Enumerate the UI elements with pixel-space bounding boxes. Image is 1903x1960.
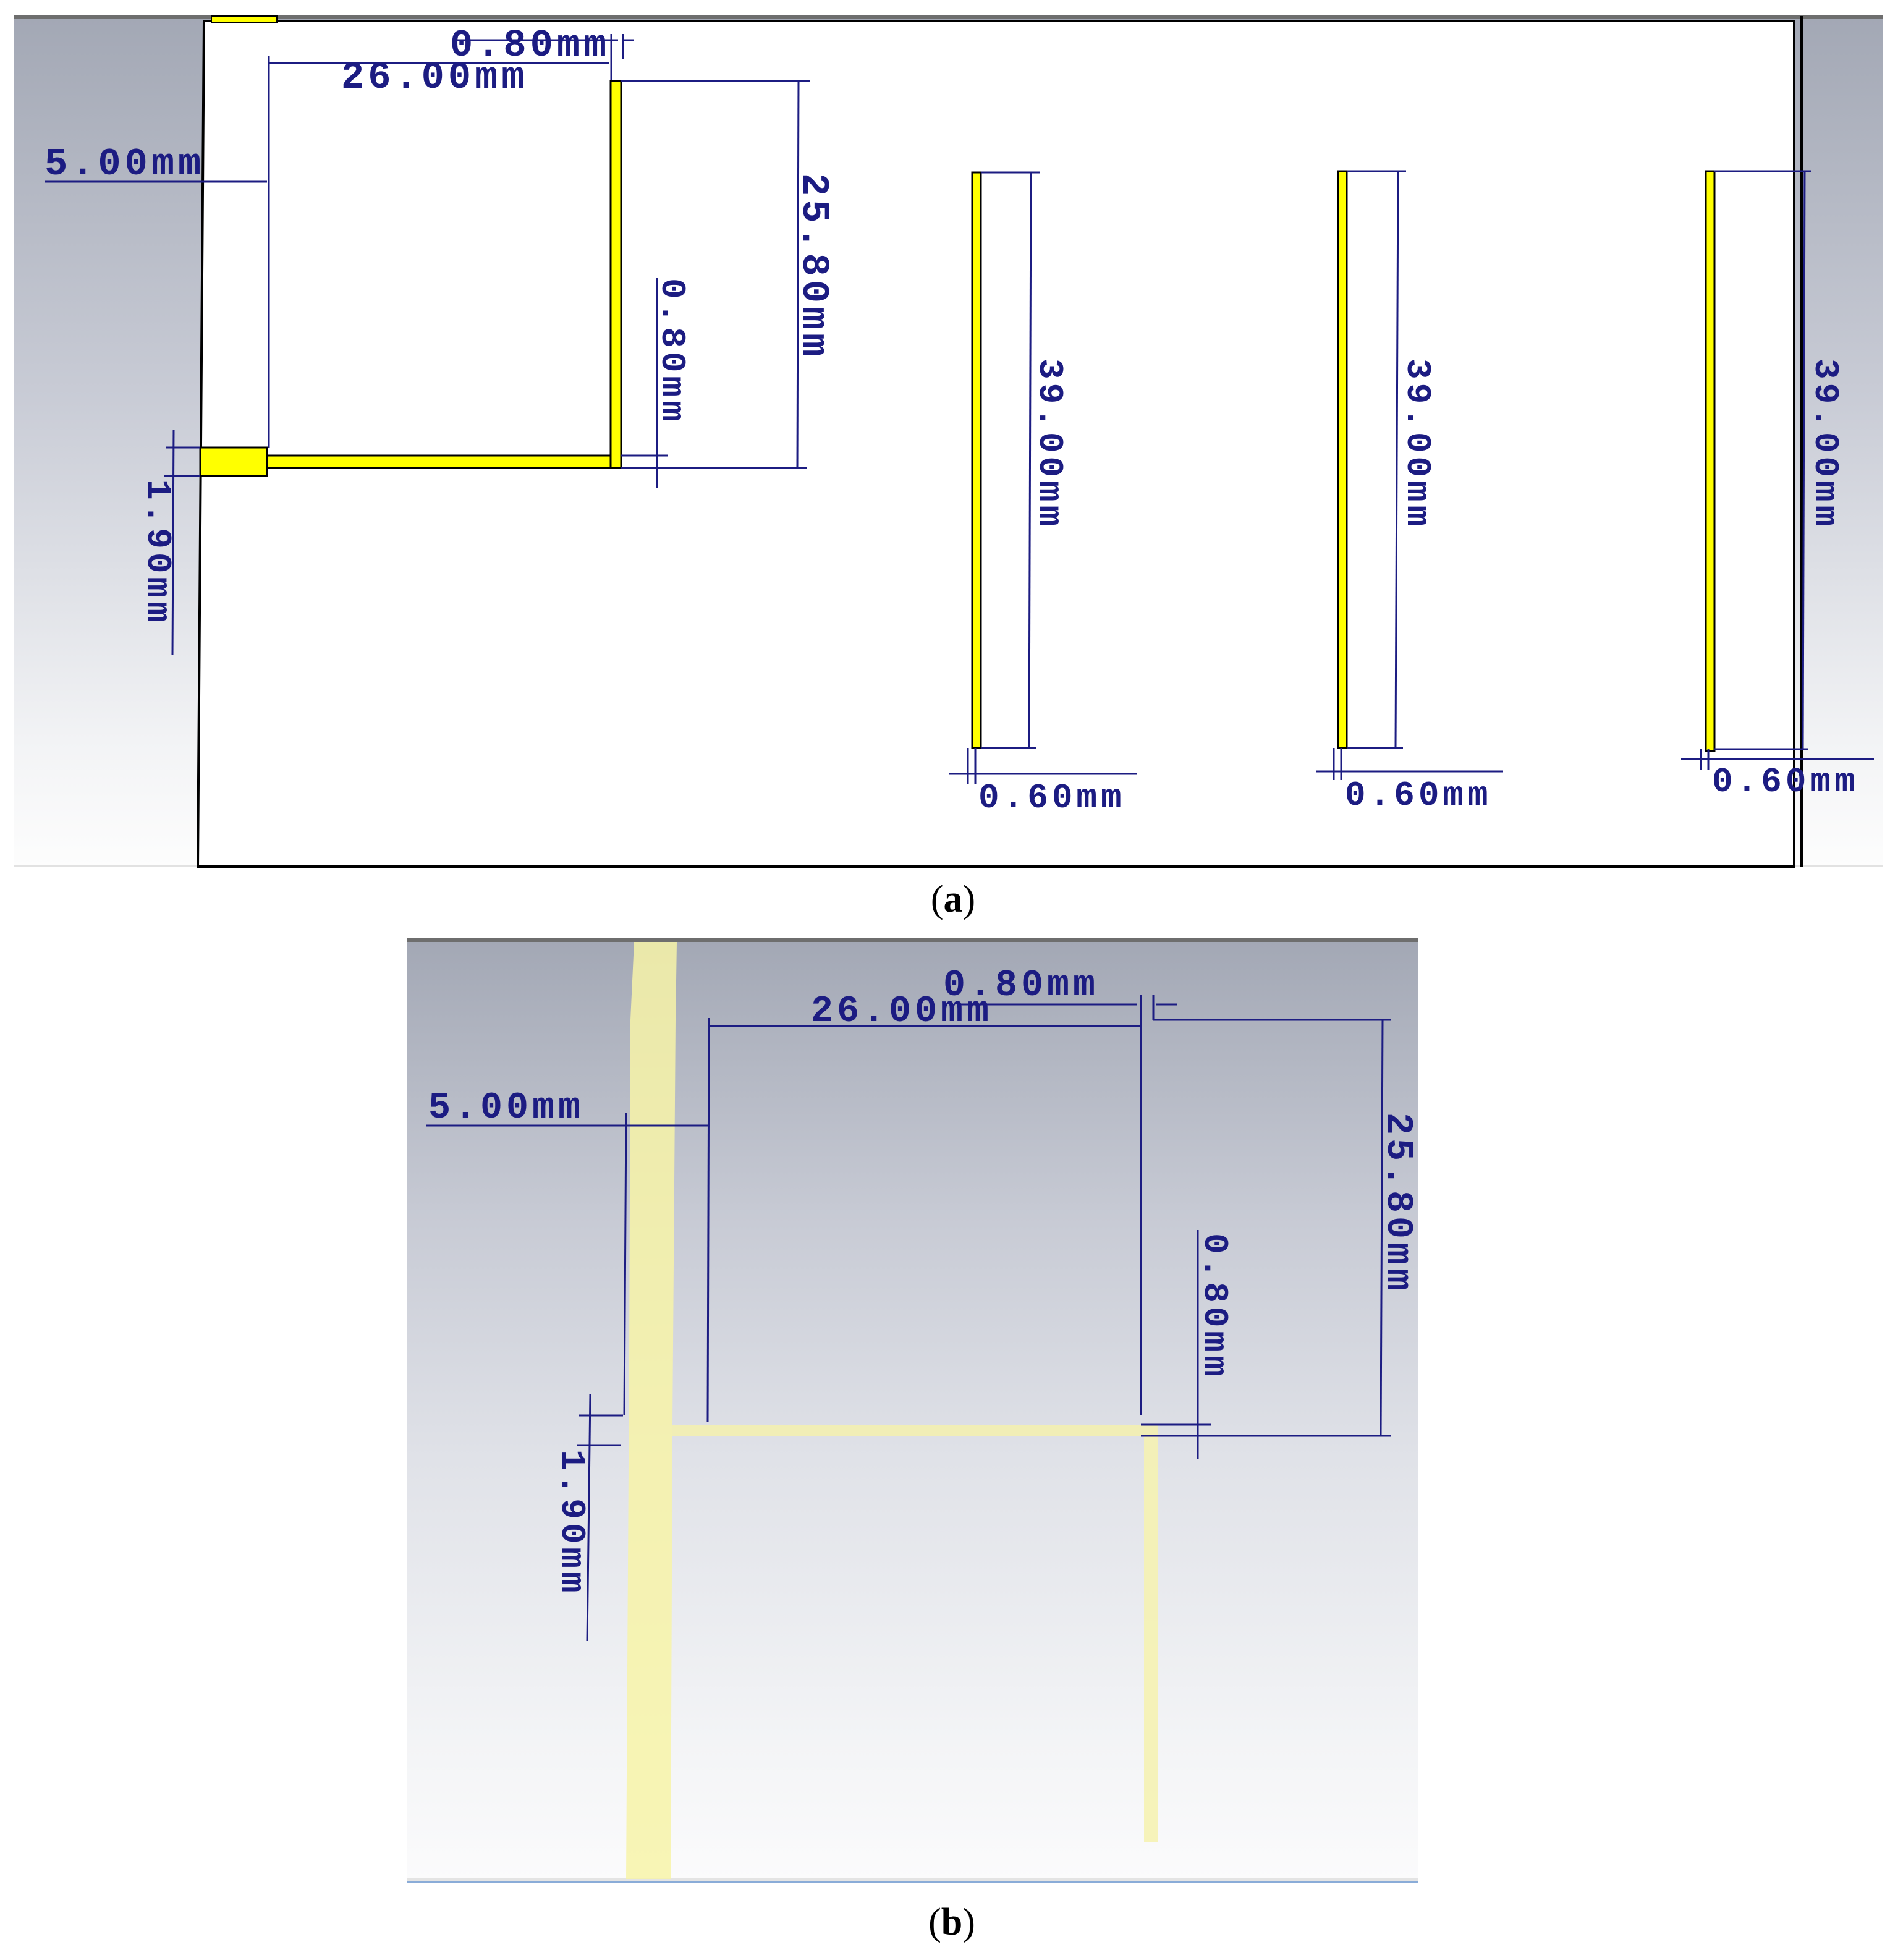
parasitic-strip-1	[971, 171, 982, 749]
svg-text:39.00mm: 39.00mm	[1805, 358, 1845, 530]
svg-text:0.80mm: 0.80mm	[450, 23, 610, 67]
dim-gap-top: 0.80mm	[450, 23, 634, 80]
svg-text:39.00mm: 39.00mm	[1397, 358, 1437, 530]
svg-text:0.60mm: 0.60mm	[978, 778, 1125, 818]
dim-strip-1: 39.00mm 0.60mm	[949, 171, 1137, 818]
feed-pad	[199, 446, 268, 477]
loop-horizontal-trace	[266, 454, 614, 469]
dim-feed-offset: 5.00mm	[45, 142, 267, 186]
dim-strip-2: 39.00mm 0.60mm	[1316, 170, 1503, 815]
dim-feed-width: 1.90mm	[138, 429, 200, 656]
panel-b-bottom-border	[407, 1878, 1418, 1881]
dim-strip-3: 39.00mm 0.60mm	[1681, 170, 1874, 802]
dim-loop-width: 26.00mm	[268, 56, 609, 448]
svg-text:0.60mm: 0.60mm	[1345, 776, 1492, 815]
dim-trace-width: 0.80mm	[621, 278, 692, 488]
top-feed-tab	[211, 15, 278, 23]
svg-text:25.80mm: 25.80mm	[792, 173, 836, 360]
caption-a: (a)	[930, 878, 976, 920]
panel-b-bottom-view	[407, 938, 1418, 1881]
svg-text:26.00mm: 26.00mm	[341, 56, 528, 100]
parasitic-strip-3	[1705, 170, 1716, 752]
panel-b-blue-border	[407, 1881, 1418, 1883]
caption-b: (b)	[928, 1901, 975, 1943]
svg-text:1.90mm: 1.90mm	[138, 479, 177, 626]
svg-text:39.00mm: 39.00mm	[1030, 358, 1069, 530]
loop-vertical-trace	[609, 80, 622, 469]
svg-text:5.00mm: 5.00mm	[45, 142, 205, 186]
svg-text:0.80mm: 0.80mm	[652, 278, 692, 425]
svg-text:0.60mm: 0.60mm	[1712, 762, 1859, 802]
substrate-board	[196, 20, 1795, 868]
panel-a-drawing: 0.80mm 26.00mm 5.00mm 25.80mm 0.80mm 1.9…	[45, 15, 1874, 868]
dim-loop-height: 25.80mm	[621, 80, 836, 469]
parasitic-strip-2	[1337, 170, 1348, 749]
